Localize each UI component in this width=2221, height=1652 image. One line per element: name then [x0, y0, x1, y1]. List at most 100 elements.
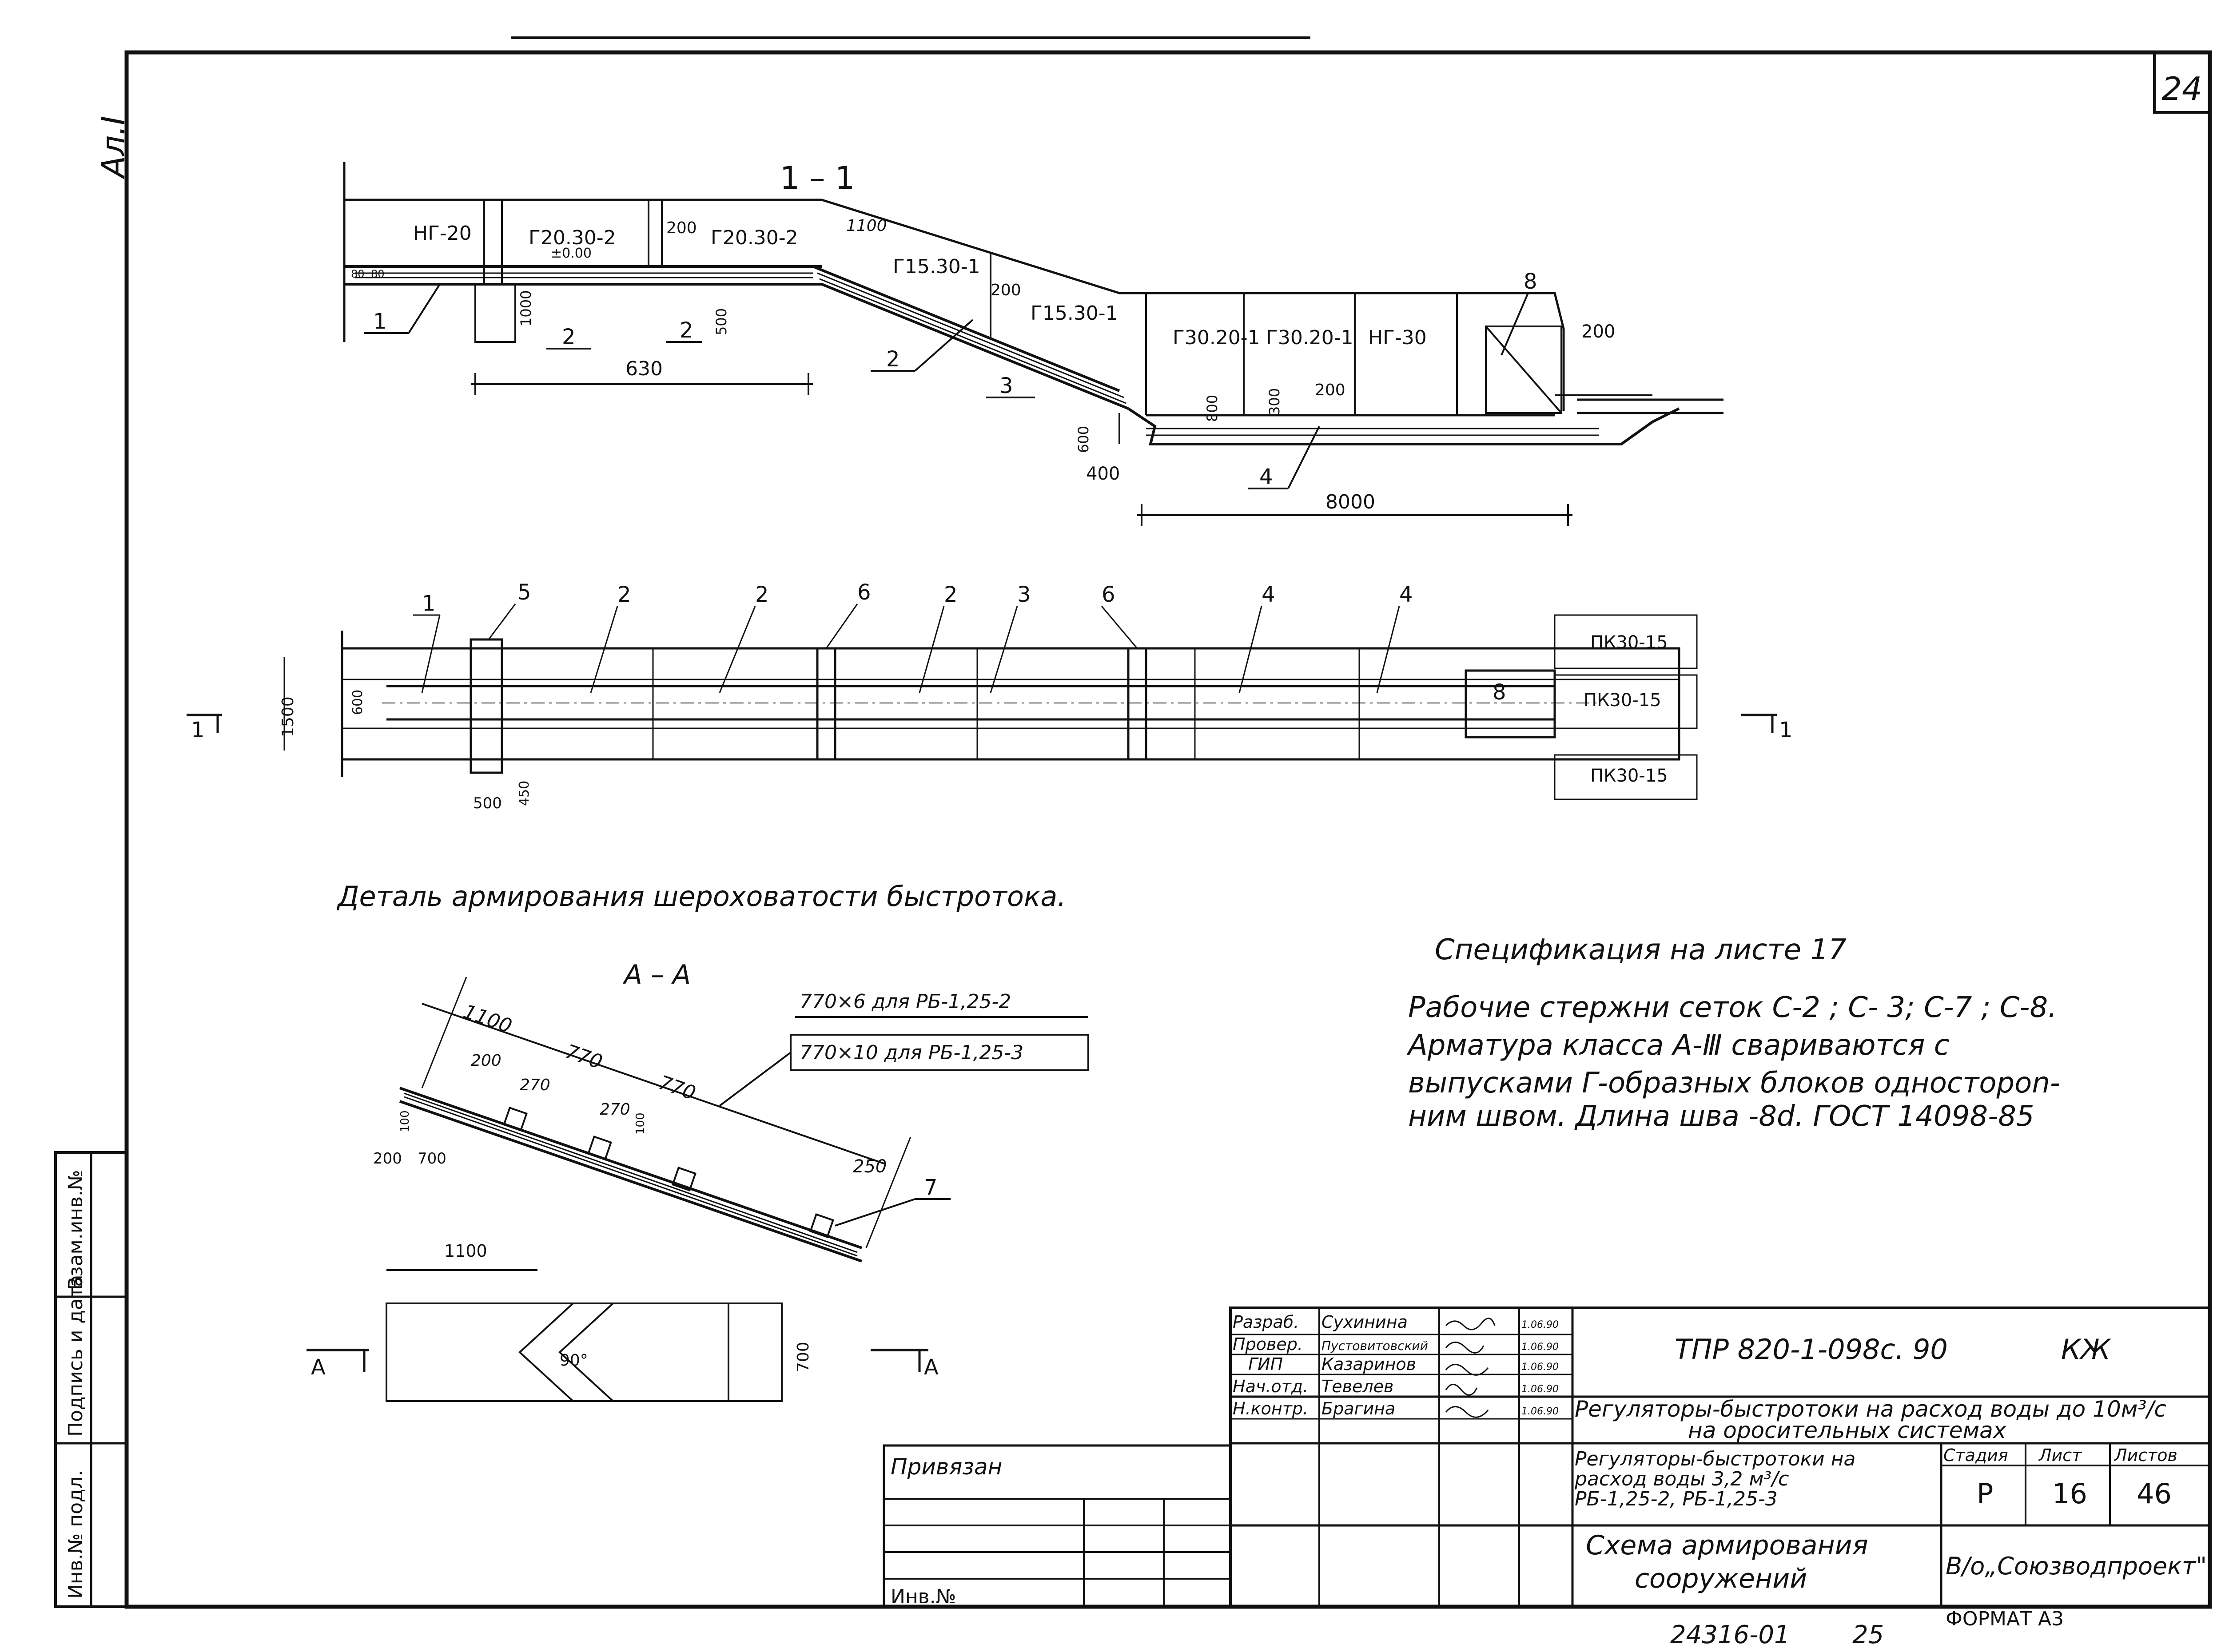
- detail-dim: 270: [600, 1100, 630, 1119]
- plan-marker: 8: [1493, 680, 1506, 705]
- plan-marker: 4: [1262, 582, 1275, 607]
- drawing-title: сооружений: [1635, 1563, 1807, 1594]
- detail-note: 770×10 для РБ-1,25-3: [800, 1041, 1023, 1064]
- drawing-title: Схема армирования: [1586, 1530, 1868, 1561]
- level-mark: ±0.00: [551, 246, 592, 261]
- detail-dim: 770: [562, 1040, 605, 1074]
- detail-dim: 200: [373, 1150, 402, 1168]
- spec-notes: Спецификация на листе 17 Рабочие стержни…: [1406, 933, 2060, 1133]
- block-label: Г30.20-1: [1173, 326, 1260, 349]
- stage-label: Стадия: [1943, 1446, 2008, 1465]
- spec-line: Арматура класса А-Ⅲ свариваются с: [1406, 1029, 1950, 1062]
- dim-label: 400: [1086, 464, 1120, 484]
- dim-label: 200: [1315, 381, 1345, 399]
- left-stamp-strip: Взам.инв.№ Подпись и дата Инв.№ подл.: [54, 1151, 128, 1608]
- title-block: Привязан Инв.№ Разраб. Сухинина 1.06.90 …: [883, 1307, 2211, 1608]
- roughness-detail: Деталь армирования шероховатости быстрот…: [306, 880, 1089, 1402]
- role: Разраб.: [1233, 1312, 1299, 1332]
- name: Казаринов: [1321, 1354, 1416, 1374]
- spec-line: Рабочие стержни сеток С-2 ; С- 3; С-7 ; …: [1408, 991, 2057, 1024]
- project-title: на оросительных системах: [1688, 1418, 2006, 1443]
- dim-label: 800: [1204, 395, 1221, 422]
- marker-4: 4: [1259, 465, 1273, 489]
- marker-8: 8: [1524, 269, 1537, 294]
- section-1-1: 1 – 1 НГ-20 Г20.3: [343, 160, 1723, 526]
- slab-label: ПК30-15: [1584, 690, 1661, 711]
- block-label: Г20.30-2: [529, 226, 616, 249]
- stage-value: Р: [1977, 1477, 1993, 1510]
- spec-line: выпусками Г-образных блоков одностороn-: [1408, 1067, 2060, 1100]
- detail-title: Деталь армирования шероховатости быстрот…: [336, 880, 1066, 913]
- plan-marker: 1: [422, 591, 436, 616]
- cut-marker-a: А: [311, 1355, 326, 1380]
- plan-view: 1 1 1 5 2 2 6 2 3 6 4 4 8 1500 600 500 4…: [187, 580, 1793, 812]
- plan-marker: 2: [617, 582, 631, 607]
- block-label: Г15.30-1: [893, 255, 980, 278]
- organization: В/о„Союзводпроект": [1946, 1552, 2207, 1580]
- name: Сухинина: [1321, 1312, 1408, 1332]
- detail-marker: 7: [924, 1175, 938, 1200]
- sheets-total: 46: [2137, 1477, 2172, 1510]
- block-label: Г20.30-2: [711, 226, 798, 249]
- plan-marker: 6: [857, 580, 871, 605]
- date: 1.06.90: [1521, 1362, 1559, 1373]
- section-a-title: А – А: [622, 959, 691, 990]
- detail-dim: 100: [398, 1110, 412, 1132]
- plan-marker: 5: [517, 580, 531, 605]
- object-title: РБ-1,25-2, РБ-1,25-3: [1575, 1488, 1778, 1510]
- object-title: Регуляторы-быстротоки на: [1575, 1448, 1855, 1470]
- dim-label: 1100: [846, 217, 887, 235]
- spec-line: ним швом. Длина шва -8d. ГОСТ 14098-85: [1408, 1100, 2034, 1133]
- inv-label: Инв.№: [891, 1585, 956, 1608]
- slab-label: ПК30-15: [1590, 632, 1668, 653]
- plan-detail-dim: 700: [794, 1342, 812, 1372]
- plan-detail-dim: 1100: [444, 1241, 487, 1261]
- corner-mark: Ал.I: [95, 116, 132, 179]
- role: ГИП: [1248, 1354, 1283, 1374]
- dim-label: 1000: [517, 290, 534, 326]
- detail-dim: 100: [634, 1112, 647, 1135]
- plan-marker: 6: [1102, 582, 1115, 607]
- dim-label: 200: [666, 219, 697, 237]
- dim-label: 200: [991, 281, 1021, 299]
- block-label: НГ-20: [413, 222, 472, 245]
- doc-code: ТПР 820-1-098с. 90: [1675, 1333, 1948, 1366]
- angle-label: 90°: [560, 1351, 588, 1370]
- sheet-number-box: [2153, 51, 2211, 114]
- dim-label: 200: [1581, 322, 1615, 342]
- role: Провер.: [1233, 1334, 1303, 1354]
- vzam-label: Взам.инв.№: [64, 1170, 87, 1290]
- date: 1.06.90: [1521, 1384, 1559, 1395]
- plan-marker: 2: [944, 582, 958, 607]
- cut-marker: 1: [1779, 718, 1793, 743]
- cut-marker-a: А: [924, 1355, 939, 1380]
- role: Н.контр.: [1233, 1399, 1308, 1418]
- marker-2b: 2: [680, 318, 693, 343]
- marker-3: 3: [999, 373, 1013, 398]
- plan-dim: 450: [517, 781, 532, 806]
- podpis-label: Подпись и дата: [64, 1275, 87, 1437]
- name: Пустовитовский: [1321, 1338, 1428, 1353]
- date: 1.06.90: [1521, 1319, 1559, 1330]
- small-mark: 80: [371, 268, 385, 280]
- format-label: ФОРМАТ А3: [1946, 1608, 2064, 1630]
- marker-2c: 2: [886, 347, 900, 372]
- name: Брагина: [1321, 1399, 1395, 1418]
- object-title: расход воды 3,2 м³/с: [1574, 1468, 1789, 1490]
- dim-label: 600: [1075, 426, 1092, 453]
- doc-mark: КЖ: [2061, 1333, 2111, 1366]
- block-label: Г15.30-1: [1031, 302, 1118, 325]
- bottom-page: 25: [1852, 1620, 1884, 1649]
- dim-630: 630: [625, 357, 663, 380]
- marker-1: 1: [373, 309, 387, 334]
- detail-note: 770×6 для РБ-1,25-2: [800, 990, 1011, 1013]
- bottom-code: 24316-01: [1670, 1620, 1790, 1649]
- block-label: Г30.20-1: [1266, 326, 1353, 349]
- dim-8000: 8000: [1325, 491, 1375, 513]
- slab-label: ПК30-15: [1590, 766, 1668, 786]
- sheet-label: Лист: [2038, 1446, 2082, 1465]
- dim-label: 300: [1266, 388, 1283, 415]
- sheet-no: 16: [2052, 1477, 2087, 1510]
- plan-marker: 3: [1017, 582, 1031, 607]
